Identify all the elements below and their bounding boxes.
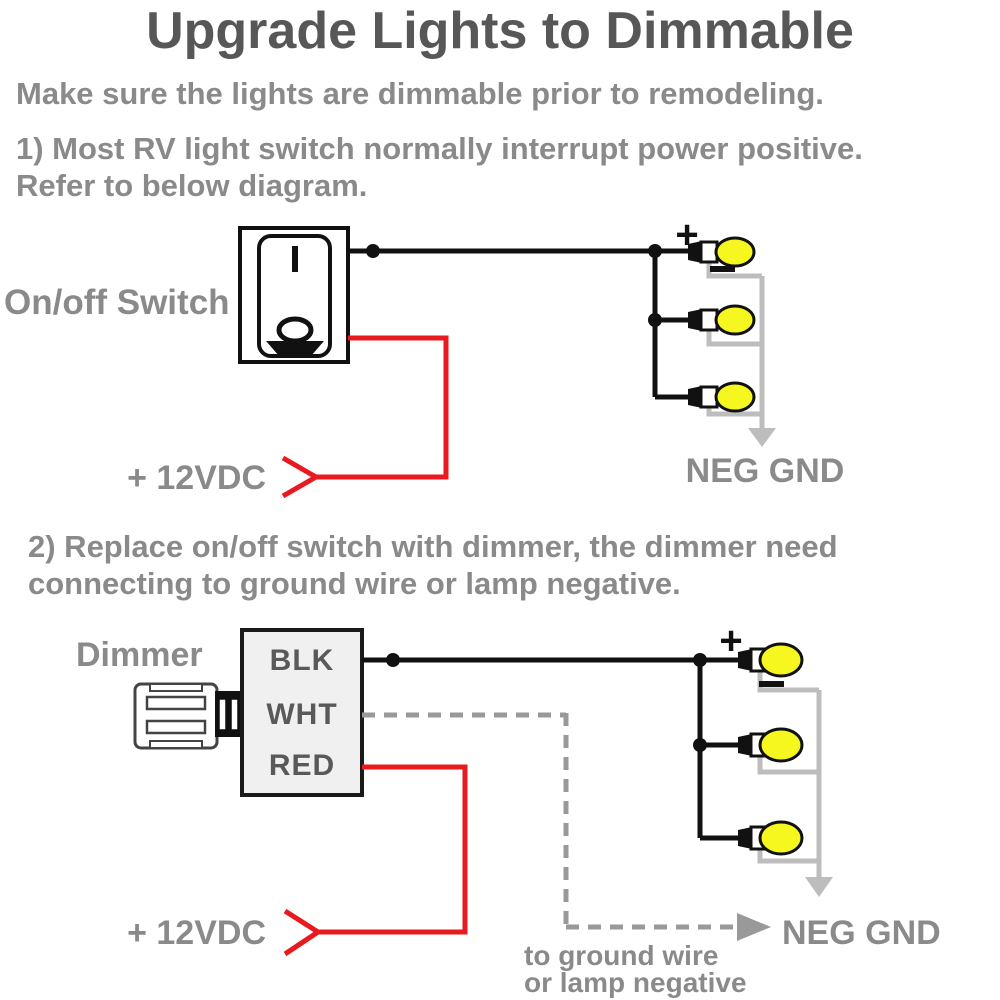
d1-plus-sign: + bbox=[675, 213, 699, 257]
d1-supply-arrow-icon bbox=[281, 455, 318, 499]
lamp-bulb bbox=[714, 236, 756, 268]
d2-dashed-ground-arrow-icon bbox=[737, 913, 771, 941]
step2-line1: 2) Replace on/off switch with dimmer, th… bbox=[28, 529, 838, 564]
lamp bbox=[738, 642, 804, 678]
lamp-bulb bbox=[758, 642, 804, 678]
d2-black-positive-wires bbox=[362, 657, 738, 841]
d2-lamps bbox=[738, 642, 804, 856]
d2-supply-label: + 12VDC bbox=[127, 914, 266, 952]
switch-off-mark-icon bbox=[276, 316, 314, 344]
d1-black-positive-wires bbox=[348, 248, 688, 400]
junction-dot bbox=[693, 738, 707, 752]
step1-line2: Refer to below diagram. bbox=[16, 168, 368, 203]
dimmer-label: Dimmer bbox=[76, 636, 203, 674]
dimmer-module-box bbox=[240, 628, 364, 797]
d2-ground-arrow-icon bbox=[805, 877, 833, 897]
junction-dot bbox=[366, 244, 380, 258]
lamp-connector bbox=[688, 386, 702, 408]
junction-dot bbox=[693, 653, 707, 667]
page-title: Upgrade Lights to Dimmable bbox=[146, 2, 854, 60]
lamp-connector bbox=[688, 309, 702, 331]
lamp-bulb bbox=[714, 381, 756, 413]
intro-text: Make sure the lights are dimmable prior … bbox=[16, 76, 824, 111]
terminal-label-blk: BLK bbox=[269, 644, 335, 677]
lamp-connector bbox=[738, 734, 752, 756]
lamp-bulb bbox=[758, 820, 804, 856]
lamp-connector bbox=[738, 827, 752, 849]
terminal-label-wht: WHT bbox=[266, 698, 338, 731]
lamp bbox=[738, 820, 804, 856]
lamp-bulb bbox=[714, 304, 756, 336]
d1-neg-lamp3 bbox=[706, 407, 762, 417]
lamp bbox=[688, 236, 756, 268]
onoff-switch-label: On/off Switch bbox=[4, 283, 230, 322]
junction-dot bbox=[648, 244, 662, 258]
d2-supply-arrow-icon bbox=[283, 908, 320, 957]
d2-neg-lamp2 bbox=[757, 756, 819, 775]
lamp bbox=[688, 304, 756, 336]
d2-wht-dashed-wire bbox=[362, 712, 737, 930]
knob-ridge bbox=[149, 740, 203, 749]
d1-minus-sign bbox=[710, 266, 735, 272]
lamp-connector bbox=[738, 649, 752, 671]
shaft-slot bbox=[218, 698, 227, 731]
d1-ground-arrow-icon bbox=[748, 428, 776, 447]
d1-supply-label: + 12VDC bbox=[127, 459, 266, 497]
d1-red-path bbox=[316, 335, 449, 480]
knob-slot bbox=[145, 695, 207, 711]
d1-lamps bbox=[688, 236, 756, 413]
junction-dot bbox=[386, 653, 400, 667]
d1-neg-lamp2 bbox=[706, 330, 762, 347]
shaft-slot bbox=[230, 698, 239, 731]
knob-slot bbox=[145, 719, 207, 735]
knob-body bbox=[133, 682, 219, 750]
d1-junction-dots bbox=[366, 244, 662, 327]
d2-red-path bbox=[318, 764, 468, 935]
onoff-switch-graphic bbox=[238, 226, 350, 364]
d2-junction-dots bbox=[386, 653, 707, 752]
d2-plus-sign: + bbox=[719, 619, 743, 663]
lamp bbox=[688, 381, 756, 413]
d1-ground-label: NEG GND bbox=[685, 452, 845, 490]
rocker-shadow bbox=[266, 341, 324, 356]
d1-gray-negative-wires bbox=[706, 262, 765, 428]
d2-red-supply-wire bbox=[283, 764, 468, 957]
ground-note-line1: to ground wire bbox=[524, 940, 719, 971]
d1-neg-lamp1 bbox=[706, 262, 762, 279]
step2-line2: connecting to ground wire or lamp negati… bbox=[28, 566, 681, 601]
ground-note-line2: or lamp negative bbox=[524, 967, 747, 998]
knob-ridge bbox=[149, 683, 203, 692]
step1-line1: 1) Most RV light switch normally interru… bbox=[16, 131, 863, 166]
lamp bbox=[738, 727, 804, 763]
d2-ground-label: NEG GND bbox=[782, 914, 941, 952]
d2-minus-sign bbox=[759, 681, 784, 687]
junction-dot bbox=[648, 313, 662, 327]
terminal-label-red: RED bbox=[268, 749, 336, 782]
d2-gray-negative-wires bbox=[757, 671, 822, 877]
lamp-connector bbox=[688, 241, 702, 263]
lamp-bulb bbox=[758, 727, 804, 763]
dimmer-knob-graphic bbox=[133, 682, 243, 750]
d2-neg-lamp1 bbox=[757, 671, 819, 693]
d2-neg-lamp3 bbox=[757, 849, 819, 864]
d1-red-supply-wire bbox=[281, 335, 449, 499]
